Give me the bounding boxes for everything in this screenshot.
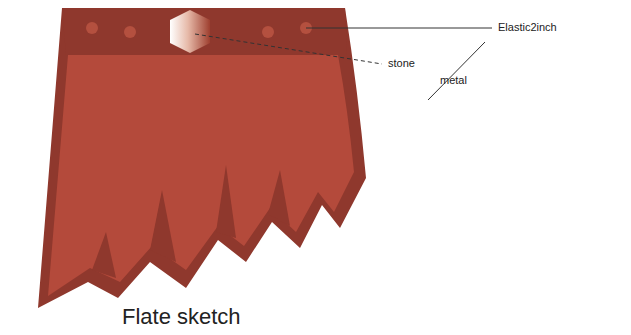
caption: Flate sketch	[122, 304, 241, 330]
fold-shading	[216, 165, 236, 238]
waistband	[62, 8, 347, 55]
metal-stud	[86, 22, 98, 34]
stone	[170, 10, 210, 53]
fold-shading	[150, 190, 176, 262]
callout-label: stone	[388, 57, 415, 69]
callout-label: Elastic2inch	[498, 21, 557, 33]
metal-stud	[124, 26, 136, 38]
fold-shading	[268, 170, 290, 226]
skirt-body	[48, 55, 354, 296]
leader-line	[306, 28, 492, 29]
metal-stud	[262, 26, 274, 38]
leader-line	[195, 34, 382, 64]
callout-label: metal	[440, 74, 467, 86]
leader-line	[428, 42, 485, 100]
fold-shading	[92, 232, 116, 278]
skirt-outline	[38, 8, 366, 308]
